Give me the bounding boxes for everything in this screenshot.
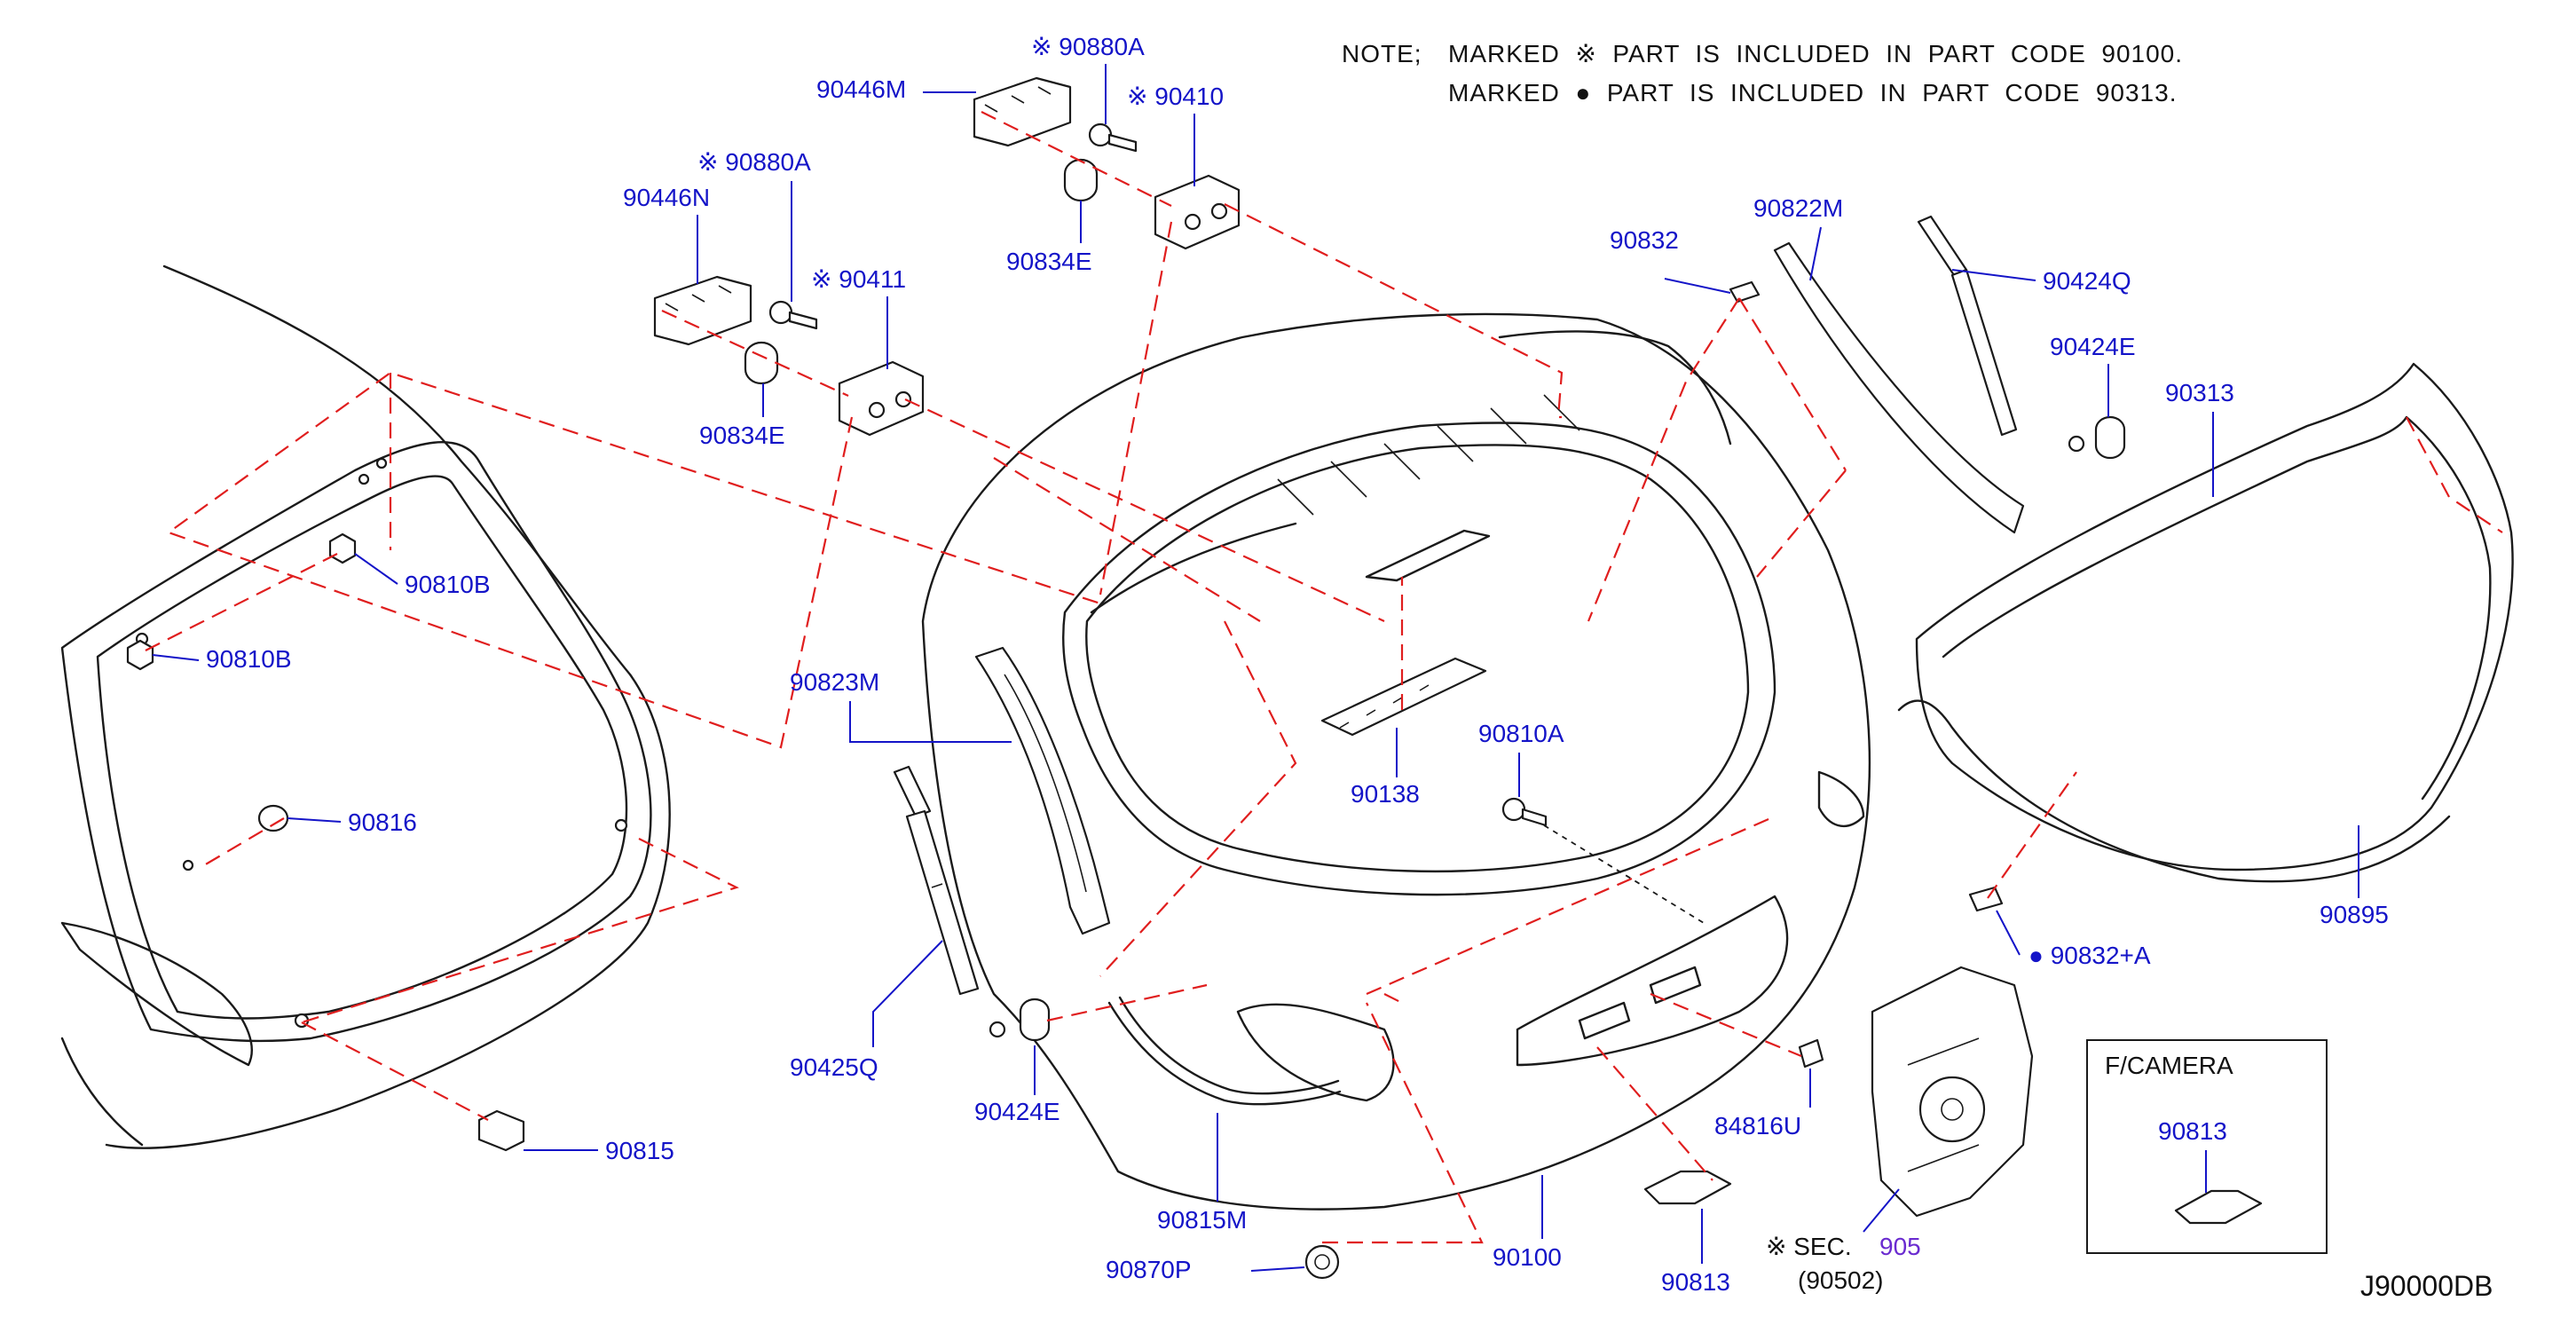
assembly-dash-lines <box>141 111 2503 1244</box>
weatherstrip-90815m <box>1107 996 1342 1106</box>
camera-inset-box: F/CAMERA 90813 <box>2086 1039 2328 1254</box>
label-90813: 90813 <box>1661 1268 1730 1296</box>
stud-90424e-right <box>2068 415 2126 460</box>
bolt-90880a-left <box>768 300 818 330</box>
label-90815m: 90815M <box>1157 1206 1247 1234</box>
label-90810b-upper: 90810B <box>405 571 491 598</box>
glass-90313 <box>1915 362 2514 871</box>
finisher-90822m <box>1773 241 2025 534</box>
note-line-2: MARKED ● PART IS INCLUDED IN PART CODE 9… <box>1448 79 2177 106</box>
pad-90832 <box>1729 280 1761 304</box>
label-90810b-lower: 90810B <box>206 645 292 673</box>
note-block: NOTE; MARKED ※ PART IS INCLUDED IN PART … <box>1342 40 2183 106</box>
gas-stay-90425q <box>893 765 980 996</box>
hinge-90410 <box>1154 174 1241 250</box>
vehicle-body-opening <box>60 264 671 1149</box>
diagram-code: J90000DB <box>2360 1270 2493 1302</box>
label-90813-camera: 90813 <box>2158 1117 2227 1145</box>
back-door-panel-90100 <box>921 312 1871 1211</box>
gas-stay-90424q <box>1917 215 2018 437</box>
note-line-1: MARKED ※ PART IS INCLUDED IN PART CODE 9… <box>1448 40 2183 67</box>
label-sec-number: 905 <box>1879 1233 1921 1260</box>
hinge-90446n <box>653 275 752 346</box>
label-90895: 90895 <box>2320 901 2389 928</box>
label-90832a: ● 90832+A <box>2029 942 2151 969</box>
label-90424e-right: 90424E <box>2050 333 2136 360</box>
label-90411: ※ 90411 <box>811 265 906 293</box>
label-90823m: 90823M <box>790 668 879 696</box>
label-90816: 90816 <box>348 808 417 836</box>
hinge-90446m <box>973 76 1072 147</box>
bumper-90870p <box>1304 1244 1340 1280</box>
bushing-90834e-left <box>744 341 779 385</box>
body-clips <box>126 532 525 1152</box>
bolt-90880a-top <box>1088 122 1138 153</box>
note-prefix: NOTE; <box>1342 40 1422 67</box>
spacer-90832a <box>1968 886 2004 912</box>
hinge-90411 <box>838 360 925 437</box>
molding-90895 <box>1897 699 2451 883</box>
label-90822m: 90822M <box>1753 194 1843 222</box>
label-90446n: 90446N <box>623 184 710 211</box>
bumper-90815 <box>477 1109 525 1152</box>
seal-84816u <box>1798 1038 1824 1069</box>
stud-90424e-bottom <box>989 998 1051 1042</box>
label-90424e-bottom: 90424E <box>974 1098 1060 1125</box>
label-90446m: 90446M <box>816 75 906 103</box>
label-90810a: 90810A <box>1478 720 1564 747</box>
label-90880a-top: ※ 90880A <box>1031 33 1145 60</box>
bolt-90810a <box>1501 797 1548 827</box>
bracket-90138 <box>1320 657 1487 737</box>
label-90834e-left: 90834E <box>699 422 785 449</box>
label-84816u: 84816U <box>1714 1112 1801 1140</box>
label-90425q: 90425Q <box>790 1053 878 1081</box>
labels: 90446M ※ 90880A ※ 90410 90834E 90446N ※ … <box>152 33 2389 1296</box>
label-90832: 90832 <box>1610 226 1679 254</box>
label-90410: ※ 90410 <box>1127 83 1224 110</box>
label-90815: 90815 <box>605 1137 674 1164</box>
label-90424q: 90424Q <box>2043 267 2131 295</box>
label-sec-reference: (90502) <box>1798 1266 1884 1294</box>
camera-bracket-90813 <box>1643 1170 1732 1205</box>
weatherstrip-90823m <box>974 646 1111 935</box>
label-90100: 90100 <box>1493 1243 1562 1271</box>
nut-90810b-lower <box>126 639 154 671</box>
label-90870p: 90870P <box>1106 1256 1192 1283</box>
bolt-axis-line <box>1543 824 1705 924</box>
label-sec-prefix: ※ SEC. <box>1766 1233 1852 1260</box>
nut-90810b-upper <box>328 532 357 564</box>
bushing-90834e-top <box>1063 158 1099 202</box>
label-90880a-left: ※ 90880A <box>697 148 811 176</box>
label-90313: 90313 <box>2165 379 2234 406</box>
latch-sec-905 <box>1871 966 2034 1218</box>
label-90138: 90138 <box>1351 780 1420 808</box>
camera-inset-title: F/CAMERA <box>2105 1052 2233 1079</box>
label-90834e-top: 90834E <box>1006 248 1092 275</box>
